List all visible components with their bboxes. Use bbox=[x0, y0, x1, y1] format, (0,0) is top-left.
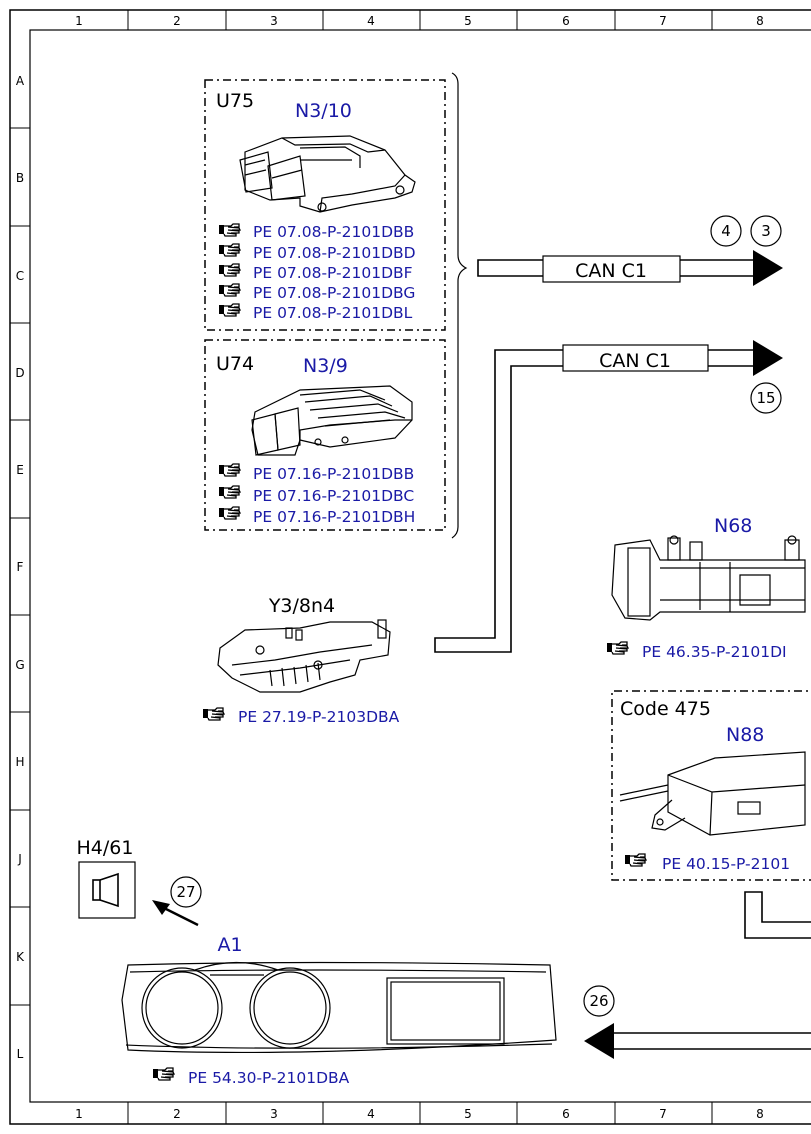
connection-marker: 26 bbox=[589, 992, 608, 1010]
grid-row-label: B bbox=[16, 171, 24, 185]
variant-label-u74: U74 bbox=[216, 353, 254, 375]
grid-col-label-bottom: 3 bbox=[270, 1107, 278, 1121]
valve-body-drawing bbox=[217, 619, 391, 693]
reference-hand-icon bbox=[218, 223, 241, 237]
reference-link[interactable]: PE 46.35-P-2101DI bbox=[642, 643, 787, 661]
grid-col-label-bottom: 5 bbox=[464, 1107, 472, 1121]
reference-link[interactable]: PE 07.08-P-2101DBG bbox=[253, 284, 415, 302]
reference-hand-icon bbox=[606, 641, 629, 655]
component-label-a1: A1 bbox=[217, 934, 242, 956]
component-label-n68: N68 bbox=[714, 515, 752, 537]
component-y3-8n4: Y3/8n4 PE 27.19-P-2103DBA bbox=[202, 595, 400, 726]
component-label-h4-61: H4/61 bbox=[77, 837, 134, 859]
reference-link[interactable]: PE 07.08-P-2101DBL bbox=[253, 304, 413, 322]
grid-row-label: G bbox=[15, 658, 24, 672]
can-c1-bus-upper: CAN C1 4 3 bbox=[477, 215, 783, 286]
component-label-y3-8n4: Y3/8n4 bbox=[268, 595, 335, 617]
variant-label-u75: U75 bbox=[216, 90, 254, 112]
reference-link[interactable]: PE 27.19-P-2103DBA bbox=[238, 708, 400, 726]
connection-marker: 15 bbox=[756, 389, 775, 407]
grid-column-ticks bbox=[127, 10, 713, 1124]
grid-row-label: E bbox=[16, 463, 24, 477]
component-label-n3-9: N3/9 bbox=[303, 355, 348, 377]
component-label-n3-10: N3/10 bbox=[295, 100, 352, 122]
reference-link[interactable]: PE 07.16-P-2101DBC bbox=[253, 487, 414, 505]
outer-frame bbox=[9, 9, 811, 1125]
reference-link[interactable]: PE 40.15-P-2101 bbox=[662, 855, 790, 873]
ecu-n3-9-drawing bbox=[251, 385, 413, 456]
reference-hand-icon bbox=[624, 853, 647, 867]
component-n68: N68 PE 46.35-P-2101DI bbox=[606, 515, 806, 661]
reference-hand-icon bbox=[218, 485, 241, 499]
grid-col-label-top: 3 bbox=[270, 14, 278, 28]
grid-row-label: J bbox=[17, 852, 22, 866]
bus-arrow-left-group: 26 bbox=[583, 985, 811, 1059]
reference-hand-icon bbox=[152, 1067, 175, 1081]
reference-hand-icon bbox=[218, 283, 241, 297]
grid-row-label: F bbox=[17, 560, 24, 574]
group-u75: U75 N3/10 PE 07.08-P-2101DBB PE 07.08-P-… bbox=[204, 79, 446, 331]
group-u74-frame bbox=[204, 339, 446, 531]
group-u74: U74 N3/9 PE 07.16-P-2101DBB PE 07.16-P-2… bbox=[204, 339, 446, 531]
reference-hand-icon bbox=[202, 707, 225, 721]
connection-marker: 3 bbox=[761, 222, 771, 240]
group-u75-frame bbox=[204, 79, 446, 331]
grid-row-label: C bbox=[16, 269, 24, 283]
grid-col-label-top: 6 bbox=[562, 14, 570, 28]
can-c1-bus-lower: CAN C1 15 bbox=[434, 340, 783, 653]
grid-col-label-bottom: 6 bbox=[562, 1107, 570, 1121]
reference-link[interactable]: PE 07.08-P-2101DBB bbox=[253, 223, 414, 241]
grid-col-label-bottom: 1 bbox=[75, 1107, 83, 1121]
bus-arrow-right bbox=[753, 250, 783, 286]
grid-col-label-top: 1 bbox=[75, 14, 83, 28]
reference-hand-icon bbox=[218, 263, 241, 277]
connection-line bbox=[744, 891, 811, 939]
component-label-n88: N88 bbox=[726, 724, 764, 746]
bus-label-can-c1: CAN C1 bbox=[599, 350, 671, 372]
steering-unit-drawing bbox=[611, 535, 806, 621]
tire-module-drawing bbox=[619, 751, 806, 836]
grid-col-label-bottom: 4 bbox=[367, 1107, 375, 1121]
inner-frame bbox=[29, 29, 811, 1103]
bus-arrow-left bbox=[584, 1023, 614, 1059]
grid-col-label-bottom: 7 bbox=[659, 1107, 667, 1121]
component-a1: A1 PE 54.30-P-2101DBA bbox=[121, 934, 557, 1087]
component-h4-61: H4/61 27 bbox=[77, 837, 202, 927]
grid-col-label-bottom: 8 bbox=[756, 1107, 764, 1121]
reference-link[interactable]: PE 07.08-P-2101DBF bbox=[253, 264, 413, 282]
reference-hand-icon bbox=[218, 243, 241, 257]
reference-hand-icon bbox=[218, 506, 241, 520]
grid-row-ticks bbox=[10, 127, 30, 1006]
bus-label-can-c1: CAN C1 bbox=[575, 260, 647, 282]
reference-link[interactable]: PE 07.08-P-2101DBD bbox=[253, 244, 416, 262]
group-code-475: Code 475 N88 PE 40.15-P-2101 bbox=[611, 690, 811, 881]
reference-link[interactable]: PE 54.30-P-2101DBA bbox=[188, 1069, 350, 1087]
grid-col-label-top: 8 bbox=[756, 14, 764, 28]
grid-col-label-top: 7 bbox=[659, 14, 667, 28]
grid-row-label: A bbox=[16, 74, 25, 88]
instrument-cluster-drawing bbox=[121, 961, 557, 1054]
arrow-up-left bbox=[152, 900, 170, 915]
grid-col-label-bottom: 2 bbox=[173, 1107, 181, 1121]
code-label-475: Code 475 bbox=[620, 698, 711, 720]
reference-link[interactable]: PE 07.16-P-2101DBH bbox=[253, 508, 415, 526]
grid-col-label-top: 5 bbox=[464, 14, 472, 28]
reference-hand-icon bbox=[218, 463, 241, 477]
grid-row-label: L bbox=[17, 1047, 24, 1061]
connection-marker: 27 bbox=[176, 883, 195, 901]
group-brace bbox=[451, 72, 468, 539]
grid-row-label: K bbox=[16, 950, 25, 964]
group-code-475-frame bbox=[611, 690, 811, 881]
grid-row-label: D bbox=[15, 366, 24, 380]
reference-hand-icon bbox=[218, 303, 241, 317]
grid-col-label-top: 2 bbox=[173, 14, 181, 28]
reference-link[interactable]: PE 07.16-P-2101DBB bbox=[253, 465, 414, 483]
grid-row-label: H bbox=[15, 755, 24, 769]
grid-col-label-top: 4 bbox=[367, 14, 375, 28]
connection-marker: 4 bbox=[721, 222, 731, 240]
speaker-icon bbox=[92, 872, 119, 908]
bus-arrow-right bbox=[753, 340, 783, 376]
ecu-n3-10-drawing bbox=[239, 135, 416, 213]
